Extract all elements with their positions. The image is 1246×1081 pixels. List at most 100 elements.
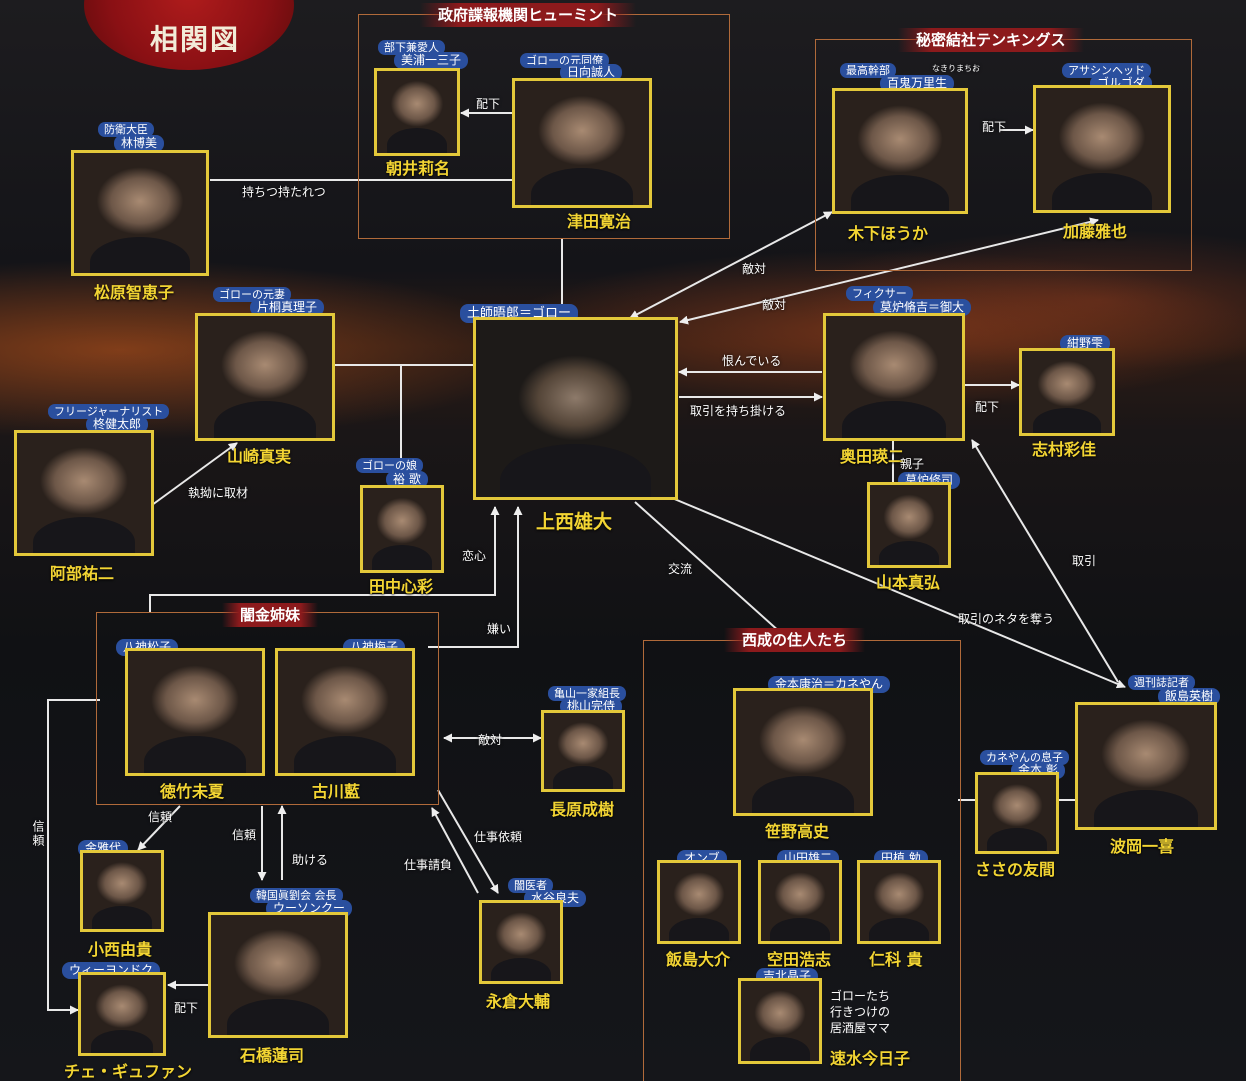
name-sorata: 空田浩志 [767, 950, 832, 969]
portrait-iijima-daisuke [657, 860, 741, 944]
actor-label: 飯島英樹 [1158, 688, 1221, 705]
line-renai [149, 506, 500, 612]
portrait-tsuda-kanji [512, 78, 652, 208]
portrait-chee [78, 972, 166, 1056]
name-namioka: 波岡一喜 [1110, 837, 1175, 856]
portrait-namioka [1075, 702, 1217, 830]
role-label: 亀山一家組長 [548, 686, 626, 701]
role-label: 週刊誌記者 [1128, 675, 1195, 690]
portrait-abe [14, 430, 154, 556]
actor-label: 紺野雫 [1060, 335, 1111, 352]
name-yamamoto: 山本真弘 [876, 573, 941, 592]
line-teki2 [679, 217, 1099, 325]
role-label: アサシンヘッド [1062, 63, 1151, 78]
portrait-asai-rina [374, 68, 460, 156]
role-label: 最高幹部 [840, 63, 896, 78]
rel-label: 信頼 [148, 810, 173, 824]
mama-note: ゴローたち 行きつけの 居酒屋ママ [830, 989, 891, 1035]
role-label: カネやんの息子 [980, 750, 1069, 765]
actor-label: 百鬼万里生 [880, 75, 955, 92]
role-label: フィクサー [846, 286, 913, 301]
actor-label: 片桐真理子 [250, 299, 325, 316]
name-asai-rina: 朝井莉名 [386, 159, 451, 178]
portrait-yamazaki [195, 313, 335, 441]
line-irai [437, 789, 499, 894]
role-label: 韓国眞劉会 会長 [250, 888, 343, 903]
line-kirai [428, 506, 523, 648]
line-shinrai2 [137, 805, 181, 851]
name-konishi: 小西由貴 [88, 940, 153, 959]
actor-label: 莫炉脩吉＝御大 [873, 299, 972, 316]
line-koryu [634, 501, 801, 651]
rel-label: 取引 [1072, 554, 1097, 568]
diagram-title: 相関図 [150, 23, 241, 56]
name-tokutake: 徳竹未夏 [160, 782, 225, 801]
portrait-nagakura [479, 900, 563, 984]
portrait-tokutake [125, 648, 265, 776]
name-tanaka: 田中心彩 [369, 577, 434, 596]
rel-label: 配下 [982, 120, 1007, 134]
actor-label: 林博美 [114, 135, 165, 152]
name-sasano-toma: ささの友間 [975, 860, 1056, 879]
rel-label: 信頼 [232, 828, 257, 842]
portrait-matsubara [71, 150, 209, 276]
rel-label: 親子 [900, 457, 925, 471]
role-label: 闇医者 [508, 878, 553, 893]
rel-label: 信頼 [31, 820, 45, 848]
line-shinrai1 [47, 699, 100, 1015]
rel-label: 取引を持ち掛ける [690, 404, 787, 418]
rel-label: 配下 [975, 400, 1000, 414]
name-furukawa: 古川藍 [312, 782, 361, 801]
rel-label: 敵対 [478, 733, 503, 747]
role-label: 防衛大臣 [98, 122, 154, 137]
actor-label: 裕 歌 [386, 471, 428, 488]
name-yamazaki: 山崎真実 [227, 447, 292, 466]
name-hayami: 速水今日子 [830, 1049, 911, 1068]
line-torihiki [971, 439, 1119, 683]
portrait-nagahara [541, 710, 625, 792]
rel-label: 仕事請負 [404, 858, 453, 872]
line-ukeoi [431, 807, 479, 894]
role-label: ゴローの元妻 [213, 287, 291, 302]
rel-label: 配下 [476, 97, 501, 111]
portrait-hayami [738, 978, 822, 1064]
rel-label: 嫌い [487, 622, 512, 636]
role-label: 部下兼愛人 [378, 40, 445, 55]
portrait-ishibashi [208, 912, 348, 1038]
actor-label: 美浦一三子 [394, 52, 469, 69]
role-label: ゴローの娘 [356, 458, 423, 473]
rel-label: 仕事依頼 [474, 830, 523, 844]
rel-label: 執拗に取材 [188, 486, 249, 500]
actor-label: 柊健太郎 [86, 416, 149, 433]
rel-label: 交流 [668, 562, 693, 576]
name-chee: チェ・ギュファン [64, 1062, 193, 1081]
group-intel-title: 政府諜報機関ヒューミント [420, 3, 637, 27]
name-nishina: 仁科 貴 [869, 950, 923, 969]
rel-label: 敵対 [762, 298, 787, 312]
name-ishibashi: 石橋蓮司 [240, 1046, 305, 1065]
rel-label: 持ちつ持たれつ [242, 185, 326, 199]
portrait-kinoshita [832, 88, 968, 214]
name-abe: 阿部祐二 [50, 564, 115, 583]
portrait-furukawa [275, 648, 415, 776]
name-shimura: 志村彩佳 [1032, 440, 1097, 459]
name-iijima-daisuke: 飯島大介 [666, 950, 731, 969]
portrait-sasano [733, 688, 873, 816]
name-kinoshita: 木下ほうか [848, 224, 929, 243]
portrait-yamamoto [867, 482, 951, 568]
name-kato: 加藤雅也 [1063, 222, 1128, 241]
rel-label: 助ける [292, 853, 329, 867]
name-nagahara: 長原成樹 [550, 800, 615, 819]
name-uenishi: 上西雄大 [536, 511, 613, 533]
portrait-shimura [1019, 348, 1115, 436]
group-nishinari-title: 西成の住人たち [724, 628, 866, 652]
actor-label: 日向誠人 [560, 64, 623, 81]
name-matsubara: 松原智恵子 [94, 283, 175, 302]
rel-label: 恋心 [462, 549, 487, 563]
portrait-nishina [857, 860, 941, 944]
portrait-kato [1033, 85, 1171, 213]
line-neta [671, 497, 1126, 689]
portrait-okuda [823, 313, 965, 441]
portrait-sorata [758, 860, 842, 944]
